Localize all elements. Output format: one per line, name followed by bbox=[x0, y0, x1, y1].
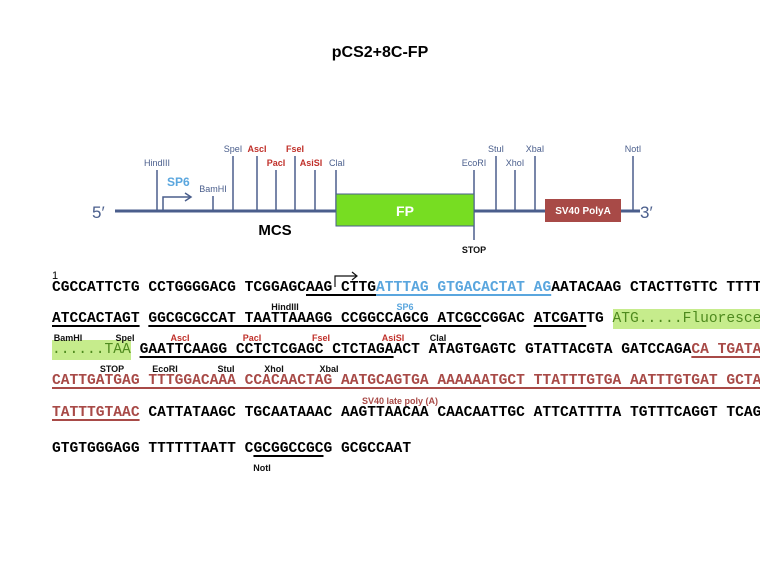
site-asisi: AsiSI bbox=[300, 158, 323, 168]
sequence-segment: AATACAAG CTACTTGTTC TTTTTGCA bbox=[551, 280, 760, 296]
seq-label-ecori: EcoRI bbox=[152, 364, 178, 374]
site-stui: StuI bbox=[488, 144, 504, 154]
seq-label-xhoi: XhoI bbox=[264, 364, 284, 374]
site-clai: ClaI bbox=[329, 158, 345, 168]
sequence-segment: ACT ATAGTGAGTC GTATTACGTA GATCCAGA bbox=[393, 342, 692, 358]
seq-label-sp6: SP6 bbox=[396, 302, 414, 312]
sequence-line-4: CATTGATGAG TTTGGACAAA CCACAACTAG AATGCAG… bbox=[52, 373, 760, 390]
sequence-line-2: ATCCACTAGT GGCGCGCCAT TAATTAAAGG CCGGCCA… bbox=[52, 309, 760, 329]
seq-label-clai: ClaI bbox=[429, 333, 447, 343]
annotated-segment: GAATTCAAGG CCTCTCGAGC CTCTAGA bbox=[139, 342, 394, 358]
fluorescent-tag-segment: ......TAA bbox=[52, 340, 131, 360]
stop-label: STOP bbox=[462, 245, 486, 255]
seq-label-spei: SpeI bbox=[115, 333, 135, 343]
sequence-segment: CGGAC bbox=[481, 311, 534, 327]
site-asci: AscI bbox=[247, 144, 266, 154]
seq-label-sv40-late-polya: SV40 late poly (A) bbox=[361, 396, 439, 406]
site-labels: HindIII BamHI SpeI AscI PacI FseI AsiSI … bbox=[144, 144, 641, 194]
site-hindiii: HindIII bbox=[144, 158, 170, 168]
fp-box bbox=[335, 193, 475, 227]
annotated-segment: GGCGCGCCAT TAATTAAAGG CCGGCCAGCG ATCGC bbox=[148, 311, 482, 327]
seq-label-noti: NotI bbox=[253, 463, 271, 473]
sequence-start-number: 1 bbox=[52, 270, 59, 282]
sequence-segment: GTGTGGGAGG TTTTTTAATT C bbox=[52, 441, 254, 457]
site-paci: PacI bbox=[267, 158, 286, 168]
seq-label-asisi: AsiSI bbox=[381, 333, 405, 343]
five-prime-label: 5′ bbox=[92, 203, 105, 222]
sequence-line-3: ......TAA GAATTCAAGG CCTCTCGAGC CTCTAGAA… bbox=[52, 340, 760, 360]
mcs-label: MCS bbox=[258, 222, 291, 239]
sp6-promoter-arrow-icon bbox=[162, 196, 190, 211]
plasmid-map: 5′ 3′ SP6 HindIII BamHI SpeI AscI PacI F… bbox=[92, 144, 653, 255]
seq-label-hindiii: HindIII bbox=[271, 302, 299, 312]
page-title: pCS2+8C-FP bbox=[331, 44, 429, 61]
seq-label-fsei: FseI bbox=[311, 333, 331, 343]
site-spei: SpeI bbox=[224, 144, 243, 154]
seq-label-bamhi: BamHI bbox=[53, 333, 83, 343]
site-xbai: XbaI bbox=[526, 144, 545, 154]
seq-label-paci: PacI bbox=[242, 333, 262, 343]
site-fsei: FseI bbox=[286, 144, 304, 154]
sequence-segment: CATTATAAGC TGCAATAAAC AAGTTAACAA CAACAAT… bbox=[139, 405, 760, 421]
sp6-seq-arrow-icon bbox=[334, 271, 358, 287]
site-xhoi: XhoI bbox=[506, 158, 525, 168]
three-prime-label: 3′ bbox=[640, 203, 653, 222]
fp-label: FP bbox=[396, 203, 414, 219]
seq-label-stui: StuI bbox=[217, 364, 235, 374]
sequence-line-1: CGCCATTCTG CCTGGGGACG TCGGAGCAAG CTTGATT… bbox=[52, 280, 760, 297]
seq-label-xbai: XbaI bbox=[319, 364, 339, 374]
sv40-polya-box bbox=[545, 199, 621, 222]
seq-label-asci: AscI bbox=[170, 333, 190, 343]
annotated-segment: CA TGATAAGATA bbox=[691, 342, 760, 358]
annotated-segment: ATTTAG GTGACACTAT AG bbox=[376, 280, 552, 296]
fluorescent-tag-segment: ATG.....Fluorescent Tag bbox=[612, 309, 760, 329]
annotated-segment: ATCCACTAGT bbox=[52, 311, 140, 327]
annotated-segment: CATTGATGAG TTTGGACAAA CCACAACTAG AATGCAG… bbox=[52, 373, 760, 389]
annotated-segment: GCGGCCGC bbox=[253, 441, 324, 457]
site-noti: NotI bbox=[625, 144, 642, 154]
sp6-label: SP6 bbox=[167, 175, 190, 189]
seq-label-stop: STOP bbox=[99, 364, 125, 374]
annotated-segment: AAG CTTG bbox=[305, 280, 377, 296]
sequence-line-6: GTGTGGGAGG TTTTTTAATT CGCGGCCGCG GCGCCAA… bbox=[52, 441, 411, 458]
site-ecori: EcoRI bbox=[462, 158, 487, 168]
site-bamhi: BamHI bbox=[199, 184, 227, 194]
annotated-segment: TATTTGTAAC bbox=[52, 405, 140, 421]
sequence-segment: TG bbox=[586, 311, 613, 327]
sequence-segment: G GCGCCAAT bbox=[323, 441, 412, 457]
sequence-segment: CGCCATTCTG CCTGGGGACG TCGGAGC bbox=[52, 280, 306, 296]
sequence-segment bbox=[131, 342, 140, 358]
sequence-line-5: TATTTGTAAC CATTATAAGC TGCAATAAAC AAGTTAA… bbox=[52, 405, 760, 422]
sv40-polya-label: SV40 PolyA bbox=[555, 206, 611, 217]
annotated-segment: ATCGAT bbox=[533, 311, 587, 327]
